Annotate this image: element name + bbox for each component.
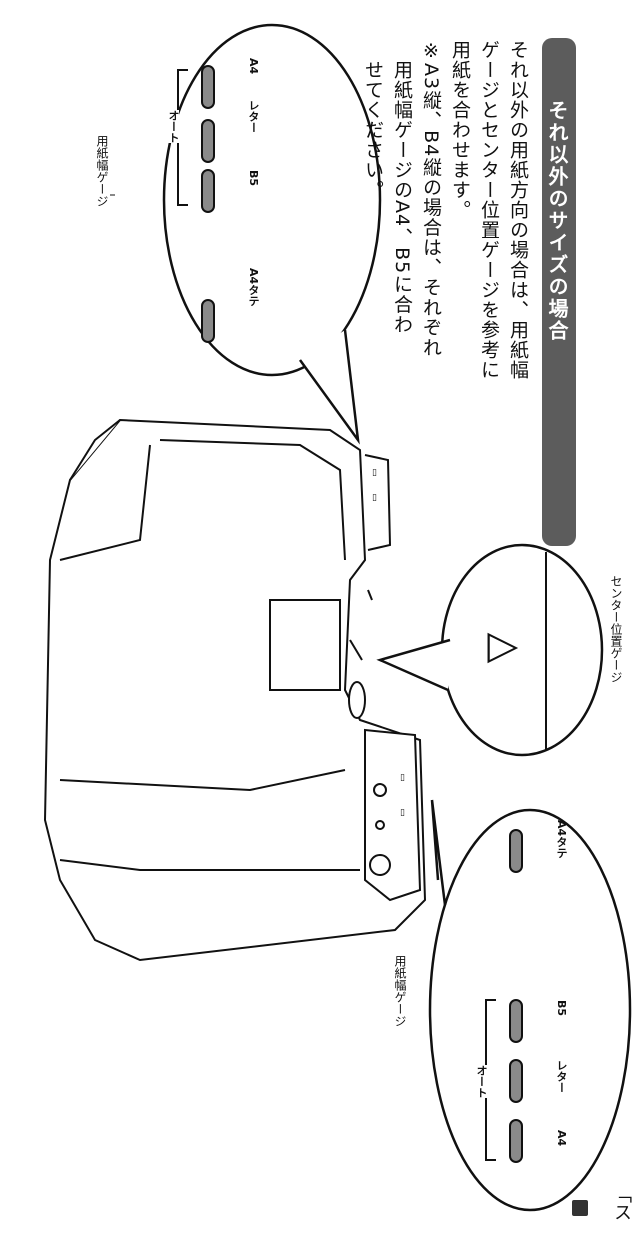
svg-text:▯: ▯	[400, 773, 405, 783]
bottom-gauge-auto-label: オート	[475, 1065, 488, 1098]
note-icon	[572, 1200, 588, 1216]
svg-text:▯: ▯	[400, 808, 405, 818]
center-gauge-bubble	[376, 543, 604, 757]
top-gauge-bubble	[162, 23, 382, 445]
body-line-5: 用紙幅ゲージのA4、B5に合わ	[391, 40, 413, 335]
center-position-gauge-label: センター位置ゲージ	[609, 575, 623, 683]
body-line-3: 用紙を合わせます。	[449, 40, 471, 220]
bottom-gauge-label-letter: レター	[555, 1060, 568, 1093]
top-paper-width-gauge-label: 用紙幅ゲージ	[95, 135, 109, 207]
top-gauge-label-a4: A4	[247, 58, 260, 75]
bottom-gauge-label-b5: B5	[555, 1000, 568, 1017]
body-line-2: ゲージとセンター位置ゲージを参考に	[478, 40, 500, 380]
bottom-gauge-label-a4: A4	[555, 1130, 568, 1147]
top-gauge-label-a4-tate: A4タテ	[247, 268, 260, 307]
svg-text:▯: ▯	[372, 468, 377, 478]
heading-bar	[542, 38, 576, 546]
body-line-1: それ以外の用紙方向の場合は、用紙幅	[507, 40, 529, 380]
page-edge-text: 「ス	[611, 1185, 632, 1221]
bottom-paper-width-gauge-label: 用紙幅ゲージ	[393, 955, 407, 1027]
svg-text:▯: ▯	[372, 493, 377, 503]
body-line-6: せてください。	[362, 40, 384, 200]
body-line-4: ※A3縦、B4縦の場合は、それぞれ	[420, 40, 442, 358]
top-gauge-auto-label: オート	[167, 110, 180, 143]
body-text: それ以外の用紙方向の場合は、用紙幅 ゲージとセンター位置ゲージを参考に 用紙を合…	[355, 40, 530, 460]
top-gauge-label-letter: レター	[247, 100, 260, 133]
section-heading: それ以外のサイズの場合	[545, 100, 569, 342]
scanner-device: ▯ ▯ ▯ ▯	[43, 418, 427, 962]
top-gauge-label-b5: B5	[247, 170, 260, 187]
bottom-gauge-bubble	[428, 799, 632, 1212]
center-triangle-icon: △	[482, 632, 529, 664]
bottom-gauge-label-a4-tate: A4タテ	[555, 820, 568, 859]
